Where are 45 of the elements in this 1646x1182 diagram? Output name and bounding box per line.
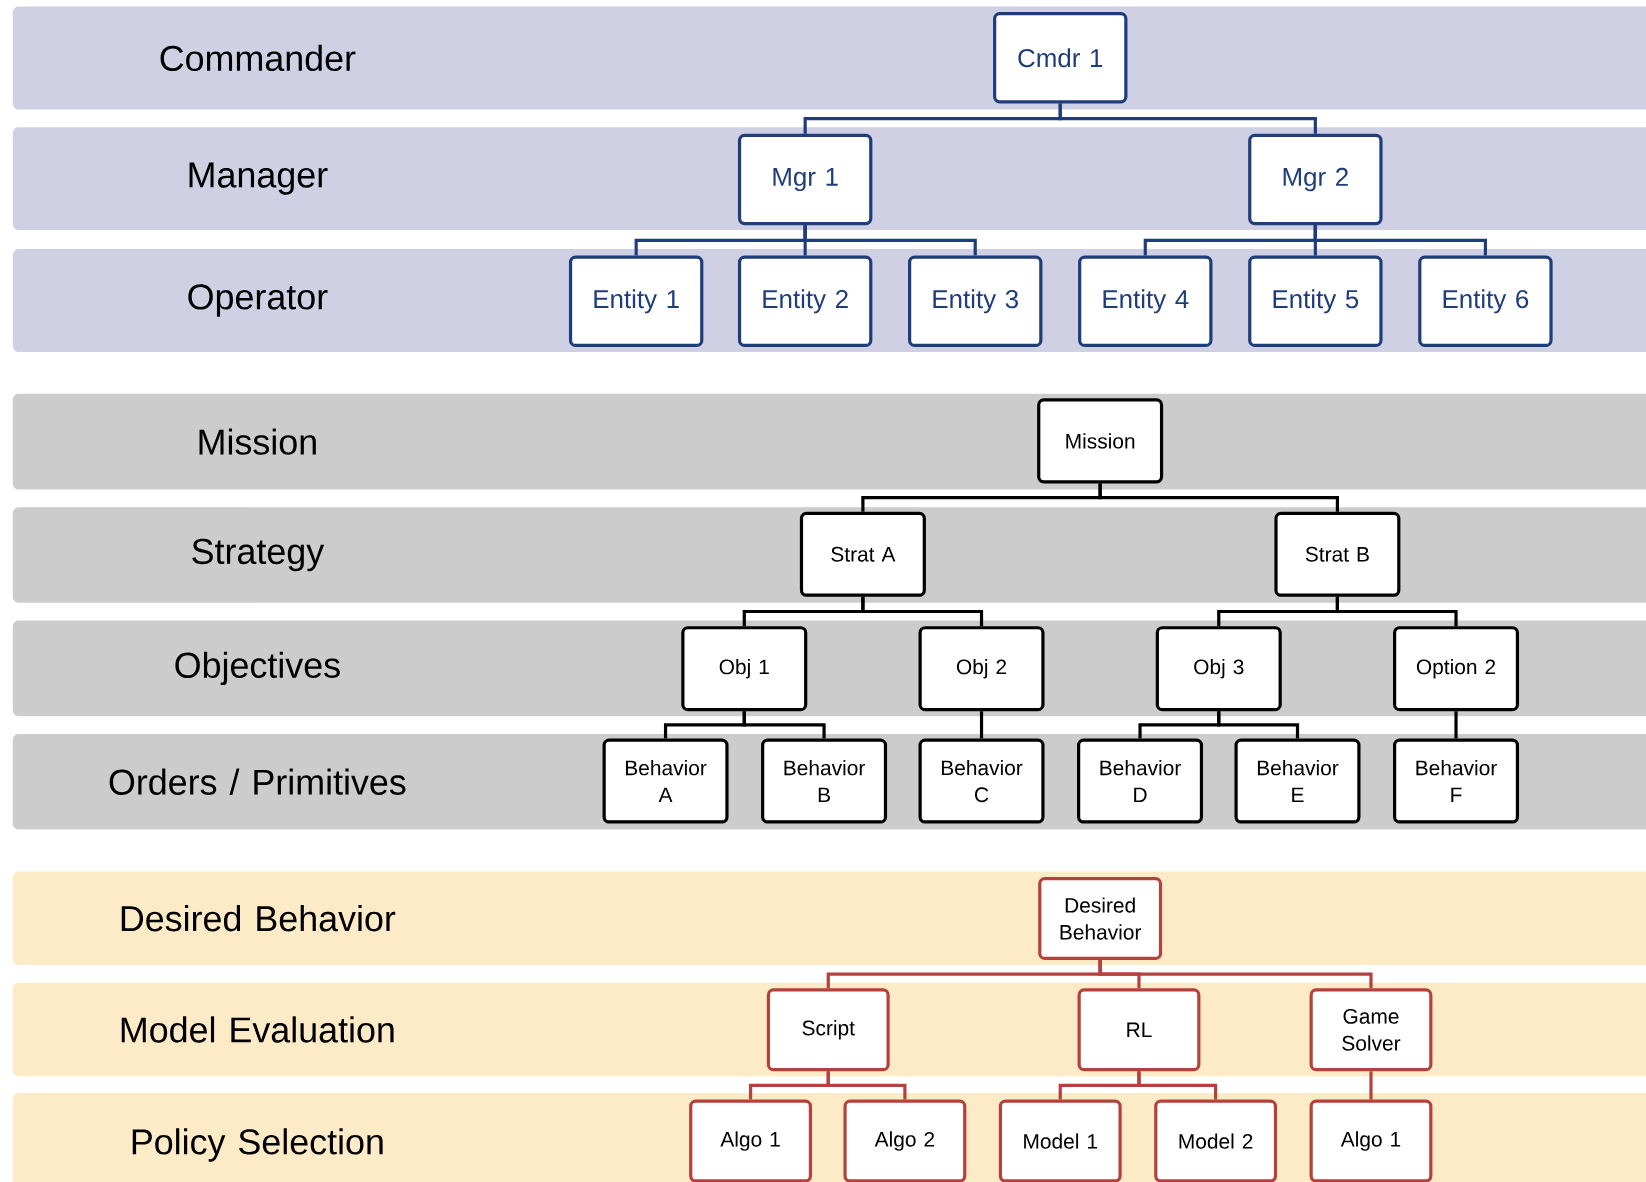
connector-line (1137, 1071, 1218, 1100)
connector-line (1454, 711, 1458, 739)
tree-box: Entity 3 (908, 255, 1043, 347)
tree-box: Strat B (1274, 511, 1401, 597)
connector-line (742, 711, 826, 739)
tree-box: Behavior A (602, 738, 729, 824)
tree-box: Entity 5 (1248, 255, 1383, 347)
tree-box: Strat A (799, 511, 926, 597)
tree-box: Mgr 2 (1248, 133, 1383, 226)
tree-box: Behavior B (761, 738, 888, 824)
tree-box: Script (766, 988, 890, 1072)
tree-box: Entity 2 (737, 255, 873, 347)
tree-box: Algo 1 (1309, 1099, 1433, 1182)
tree-box: Mission (1037, 398, 1164, 484)
tree-box: RL (1077, 988, 1201, 1072)
connector-line (1335, 596, 1458, 627)
tree-box: Model 1 (998, 1099, 1122, 1182)
connector-line (979, 711, 984, 739)
connector-line (1217, 711, 1300, 739)
tree-box: Behavior E (1234, 738, 1361, 824)
tree-box: Entity 4 (1078, 255, 1213, 347)
tree-box: Option 2 (1393, 626, 1520, 712)
connector-line (1098, 483, 1339, 512)
connector-line (803, 225, 977, 256)
tree-box: Obj 1 (681, 626, 808, 712)
tree-box: Algo 1 (689, 1099, 812, 1182)
tree-box: Behavior F (1393, 738, 1520, 824)
connector-line (861, 596, 984, 627)
tree-box: Entity 1 (568, 255, 704, 347)
connector-line (1369, 1071, 1373, 1100)
tree-box: Desired Behavior (1038, 877, 1163, 961)
tree-box: Behavior D (1077, 738, 1204, 824)
connector-line (826, 1071, 907, 1100)
connector-line (1058, 103, 1317, 134)
tree-box: Obj 3 (1155, 626, 1282, 712)
tree-box: Algo 2 (843, 1099, 967, 1182)
tree-box: Obj 2 (918, 626, 1045, 712)
tree-box: Behavior C (918, 738, 1045, 824)
connector-line (1098, 960, 1373, 989)
tree-box: Cmdr 1 (993, 12, 1128, 104)
tree-box: Mgr 1 (737, 133, 873, 226)
tree-box: Model 2 (1154, 1099, 1278, 1182)
tree-box: Entity 6 (1418, 255, 1553, 347)
connector-line (1313, 225, 1487, 256)
tree-box: Game Solver (1309, 988, 1433, 1072)
